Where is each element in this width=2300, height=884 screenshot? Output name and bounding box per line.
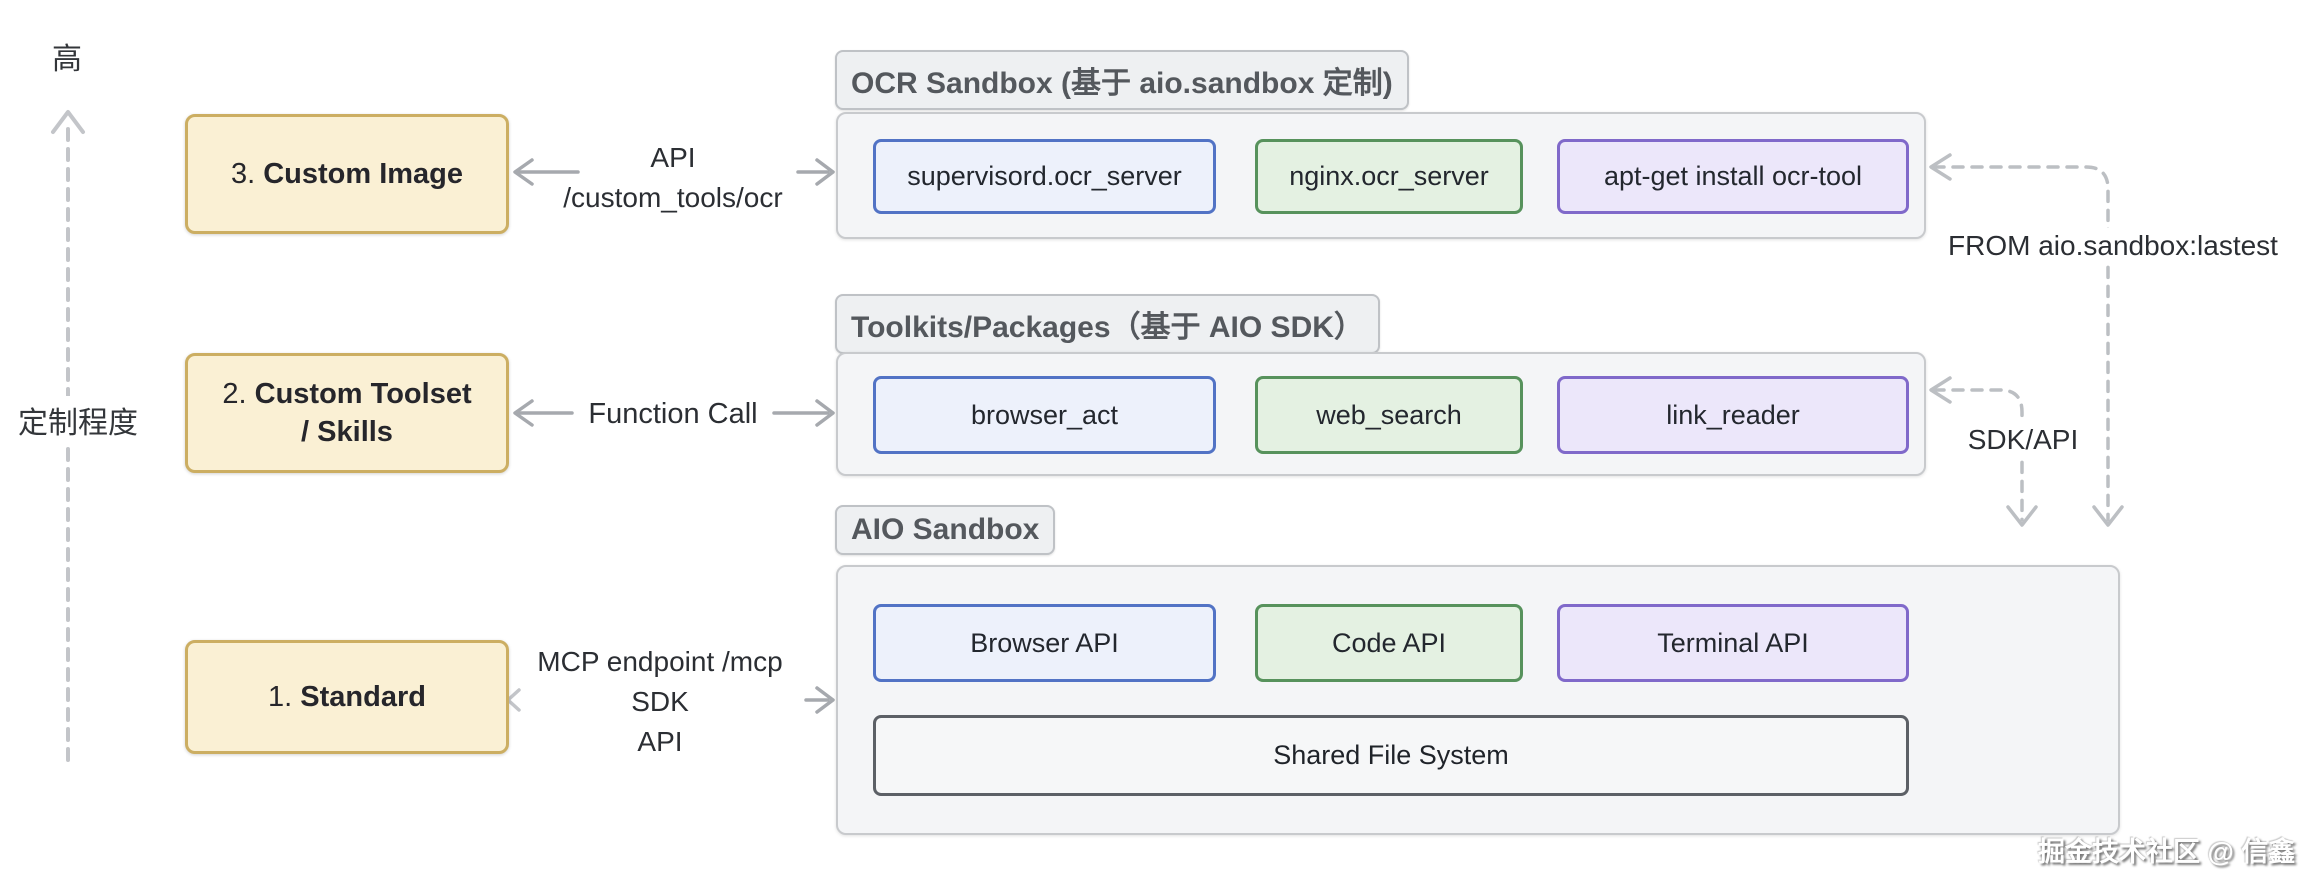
axis-high-label: 高	[48, 32, 86, 80]
tool-supervisord-ocr-server: supervisord.ocr_server	[873, 139, 1216, 214]
from-image-connector	[1929, 153, 2124, 527]
tool-link-reader: link_reader	[1557, 376, 1909, 454]
level-2-label: 2. Custom Toolset	[222, 378, 472, 410]
tool-terminal-api: Terminal API	[1557, 604, 1909, 682]
axis-degree-label: 定制程度	[14, 396, 142, 444]
from-aio-sandbox-label: FROM aio.sandbox:lastest	[1940, 228, 2286, 264]
tool-nginx-ocr-server: nginx.ocr_server	[1255, 139, 1523, 214]
level-1-standard-box: 1. Standard	[185, 640, 509, 754]
row1-arrows	[513, 158, 835, 186]
row1-connector-label: API /custom_tools/ocr	[563, 142, 783, 213]
level-2-label-line2: / Skills	[301, 416, 393, 448]
tool-apt-get-install-ocr-tool: apt-get install ocr-tool	[1557, 139, 1909, 214]
sdk-api-connector	[1929, 376, 2038, 527]
axis-arrow	[51, 110, 85, 762]
level-2-custom-toolset-box: 2. Custom Toolset / Skills	[185, 353, 509, 473]
sdk-api-label: SDK/API	[1950, 422, 2096, 458]
level-3-custom-image-box: 3. Custom Image	[185, 114, 509, 234]
watermark-text: 掘金技术社区 @ 信鑫	[2038, 837, 2296, 867]
ocr-sandbox-header: OCR Sandbox (基于 aio.sandbox 定制)	[835, 50, 1409, 110]
toolkits-header: Toolkits/Packages（基于 AIO SDK）	[835, 294, 1380, 354]
row2-arrows	[513, 399, 835, 427]
tool-code-api: Code API	[1255, 604, 1523, 682]
aio-sandbox-header: AIO Sandbox	[835, 505, 1056, 555]
level-1-label: 1. Standard	[268, 681, 426, 713]
row2-connector-label: Function Call	[588, 398, 758, 430]
shared-file-system-box: Shared File System	[873, 715, 1909, 796]
level-3-label: 3. Custom Image	[230, 158, 464, 190]
tool-browser-api: Browser API	[873, 604, 1216, 682]
tool-web-search: web_search	[1255, 376, 1523, 454]
row3-connector-label: MCP endpoint /mcp SDK API	[537, 646, 783, 757]
tool-browser-act: browser_act	[873, 376, 1216, 454]
